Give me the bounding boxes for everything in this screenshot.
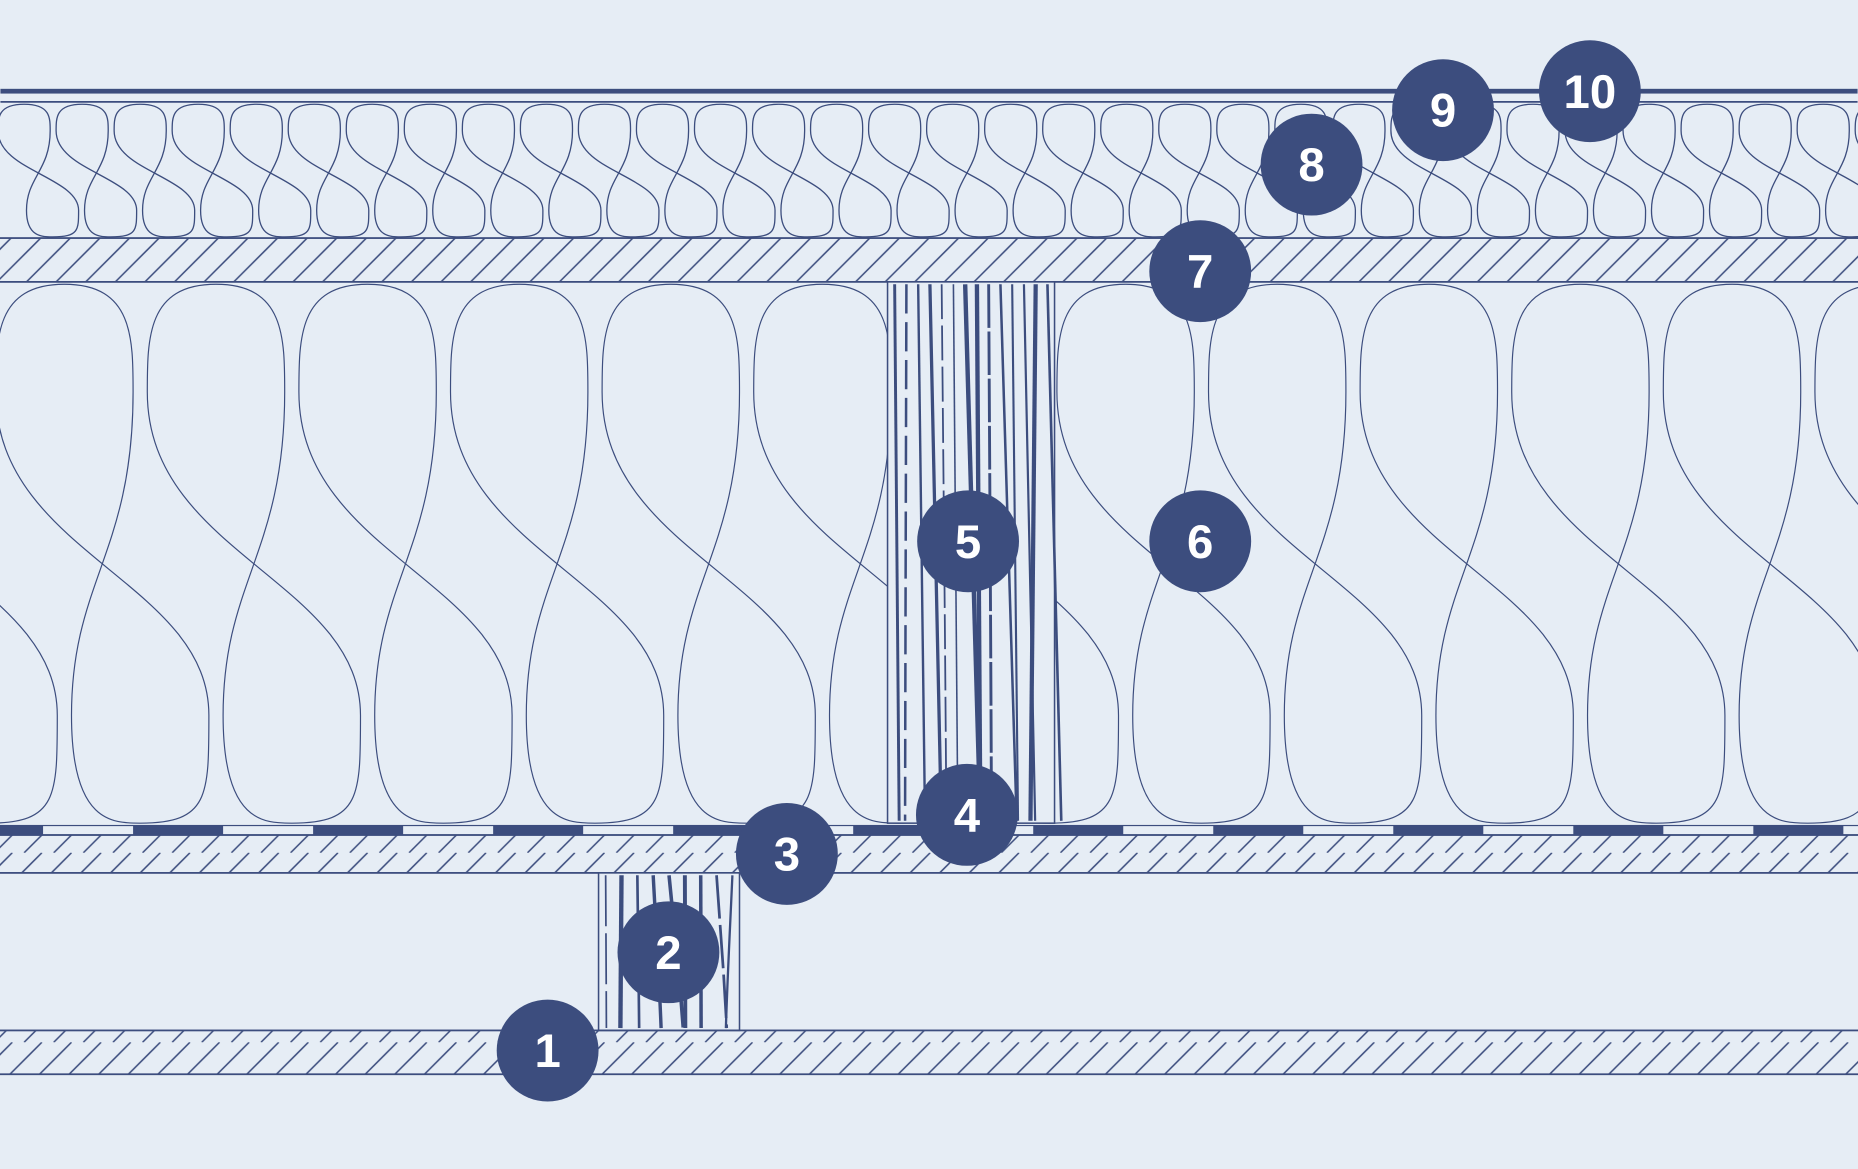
wood-grain-line <box>1022 284 1037 821</box>
layer-marker-4: 4 <box>915 763 1018 866</box>
layer-marker-7: 7 <box>1149 220 1252 323</box>
insulation-lobe <box>1359 283 1574 824</box>
marker-circle <box>1392 59 1494 162</box>
marker-label: 5 <box>955 516 981 569</box>
insulation-lobe <box>113 103 196 238</box>
wood-grain-line <box>604 875 608 1029</box>
insulation-lobe <box>577 103 660 238</box>
marker-label: 8 <box>1298 139 1324 192</box>
marker-label: 2 <box>655 927 681 980</box>
marker-label: 3 <box>774 829 800 882</box>
wood-grain-line <box>1046 284 1063 821</box>
marker-circle <box>915 763 1018 866</box>
marker-label: 10 <box>1564 66 1617 119</box>
membrane-segment <box>313 825 404 835</box>
marker-circle <box>1260 113 1363 216</box>
insulation-lobe <box>449 283 665 824</box>
wood-grain-line <box>724 875 734 1029</box>
insulation-lobe <box>1854 112 1858 144</box>
insulation-lobe <box>1100 103 1182 238</box>
insulation-lobe <box>0 283 210 824</box>
insulation-lobe <box>171 103 254 238</box>
wood-grain-line <box>1028 284 1038 821</box>
insulation-lobe <box>984 103 1066 238</box>
layer-marker-10: 10 <box>1538 40 1641 143</box>
insulation-lobe <box>1680 103 1763 238</box>
wood-grain-line <box>893 284 901 821</box>
marker-circle <box>1538 40 1641 143</box>
membrane-segment <box>853 825 944 835</box>
membrane-segment <box>0 825 44 835</box>
layer-marker-3: 3 <box>735 803 838 905</box>
insulation-lobe <box>1814 286 1858 505</box>
membrane-segment <box>1213 825 1304 835</box>
insulation-lobe <box>1738 103 1821 238</box>
marker-label: 9 <box>1430 85 1456 138</box>
membrane-segment <box>673 825 764 835</box>
outer-cladding-line <box>0 88 1858 94</box>
marker-circle <box>735 803 838 905</box>
insulation-lobe <box>55 103 138 238</box>
marker-circle <box>1149 490 1252 593</box>
insulation-lobe <box>1511 283 1726 824</box>
insulation-lobe <box>519 103 602 238</box>
sheathing-board-upper <box>0 237 1858 283</box>
layer-marker-1: 1 <box>496 999 599 1102</box>
insulation-lobe <box>287 103 370 238</box>
membrane-segment <box>1393 825 1484 835</box>
marker-label: 7 <box>1187 246 1213 299</box>
layer-marker-5: 5 <box>917 490 1020 593</box>
membrane-segment <box>1753 825 1844 835</box>
insulation-lobe <box>635 103 718 238</box>
marker-circle <box>496 999 599 1102</box>
layer-marker-6: 6 <box>1149 490 1252 593</box>
insulation-lobe <box>1506 103 1589 238</box>
insulation-lobe <box>1042 103 1124 238</box>
marker-label: 6 <box>1187 516 1213 569</box>
marker-label: 4 <box>954 789 981 842</box>
layer-marker-8: 8 <box>1260 113 1363 216</box>
insulation-lobe <box>693 103 776 238</box>
marker-label: 1 <box>534 1025 560 1078</box>
insulation-lobe <box>461 103 544 238</box>
insulation-lobe <box>1662 283 1858 824</box>
insulation-lobe <box>1207 283 1423 824</box>
membrane-segment <box>493 825 584 835</box>
marker-circle <box>917 490 1020 593</box>
membrane-segment <box>1573 825 1664 835</box>
marker-circle <box>617 901 720 1004</box>
insulation-lobe <box>925 103 1008 238</box>
insulation-lobe <box>809 103 892 238</box>
insulation-lobe <box>229 103 312 238</box>
insulation-lobe <box>1056 283 1271 824</box>
insulation-lobe <box>0 103 80 238</box>
membrane-segment <box>133 825 224 835</box>
insulation-lobe <box>298 283 513 824</box>
insulation-lobe <box>1622 103 1705 238</box>
membrane-segment <box>1033 825 1124 835</box>
wood-grain-line <box>903 284 908 821</box>
insulation-lobe <box>1216 103 1298 238</box>
insulation-lobe <box>1796 103 1858 238</box>
layer-marker-9: 9 <box>1392 59 1494 162</box>
insulation-lobe <box>146 283 362 824</box>
insulation-lobe <box>345 103 428 238</box>
marker-circle <box>1149 220 1252 323</box>
insulation-lobe <box>403 103 486 238</box>
insulation-lobe <box>867 103 950 238</box>
insulation-lobe <box>751 103 834 238</box>
layer-marker-2: 2 <box>617 901 720 1004</box>
interior-board <box>0 1029 1858 1076</box>
layer-markers: 1 2 3 4 5 6 7 8 9 10 <box>496 40 1641 1102</box>
